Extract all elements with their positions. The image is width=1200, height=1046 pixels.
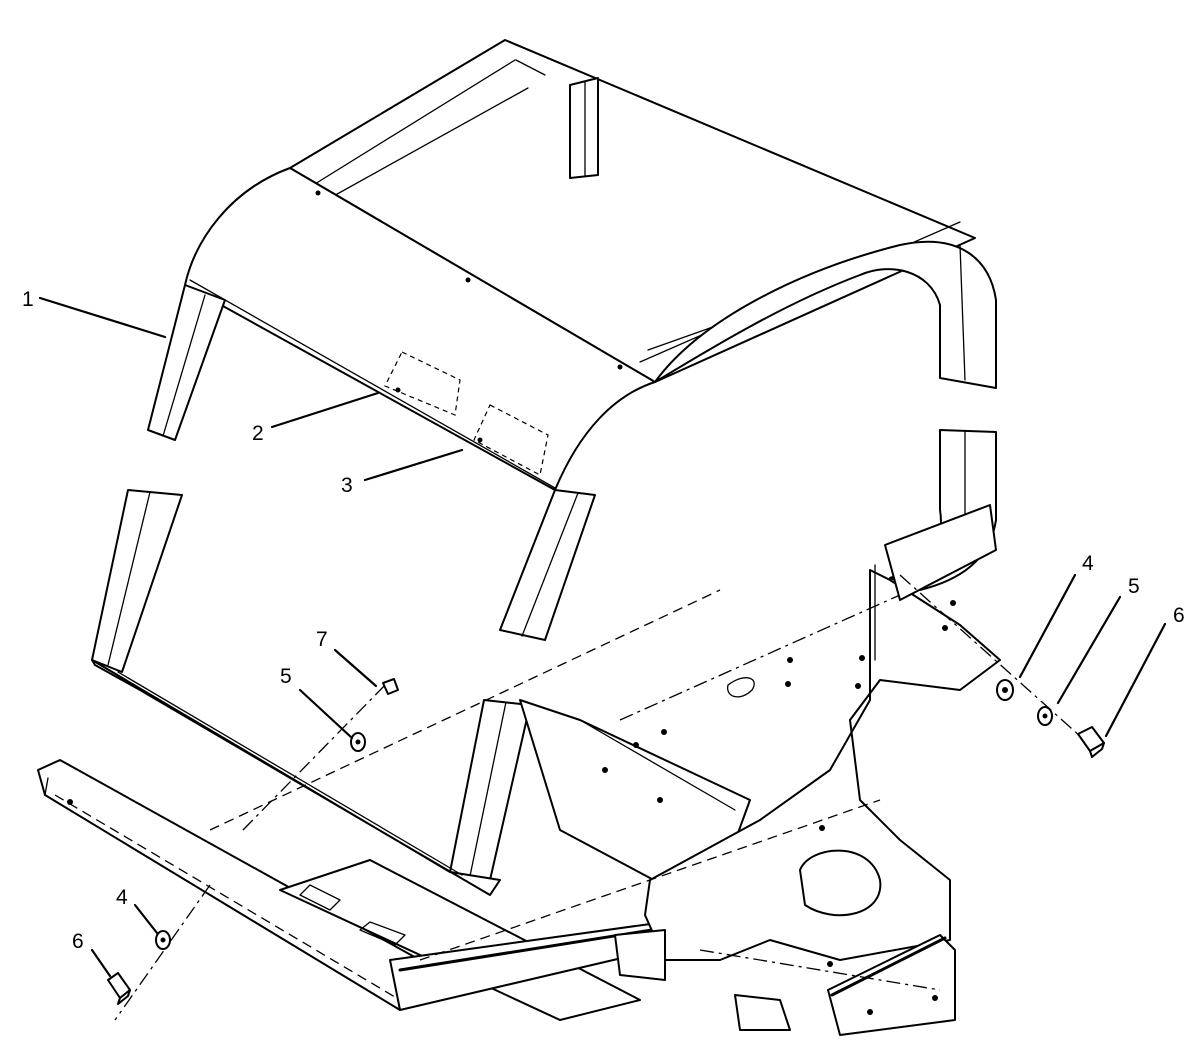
decal-locations (384, 351, 549, 476)
callout-7: 7 (316, 628, 328, 651)
callout-1: 1 (22, 288, 34, 311)
center-hardware (242, 678, 399, 831)
callout-4-right: 4 (1082, 552, 1094, 575)
right-hardware (899, 574, 1105, 758)
front-right-post (449, 489, 596, 881)
lower-frame-details (209, 589, 881, 1031)
canopy-lower-rail (91, 659, 501, 896)
front-left-post (91, 284, 226, 673)
callout-5-center: 5 (280, 665, 292, 688)
callout-2: 2 (252, 422, 264, 445)
rear-bracket (874, 504, 997, 661)
left-hardware (107, 884, 211, 1021)
callout-leaders (38, 296, 1167, 978)
callout-6-left: 6 (72, 930, 84, 953)
callout-labels: 1 2 3 4 5 6 7 5 4 6 (22, 288, 1185, 953)
callout-5-right: 5 (1128, 575, 1140, 598)
callout-3: 3 (341, 474, 353, 497)
frame-right-rail (619, 568, 1001, 967)
hitch-plate (699, 849, 956, 1036)
callout-4-left: 4 (116, 886, 128, 909)
callout-6-right: 6 (1173, 604, 1185, 627)
